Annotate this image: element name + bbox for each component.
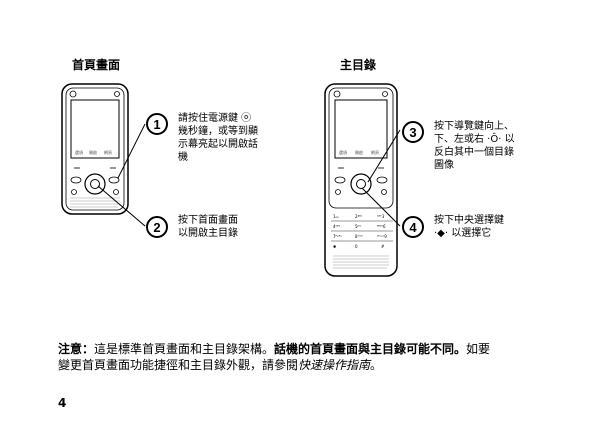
main-menu-heading: 主目錄 bbox=[340, 58, 377, 72]
softkey-label-right: 網頁 bbox=[104, 149, 112, 155]
home-screen-heading: 首頁畫面 bbox=[72, 58, 121, 72]
motorola-logo-icon bbox=[69, 90, 77, 98]
svg-text:選項: 選項 bbox=[339, 149, 347, 155]
camera-lens-icon bbox=[114, 91, 120, 97]
svg-text:4ᴳᴴᴵ: 4ᴳᴴᴵ bbox=[333, 224, 340, 229]
center-select-key-icon bbox=[356, 179, 366, 189]
svg-text:5ᴶᴷᴸ: 5ᴶᴷᴸ bbox=[355, 224, 362, 229]
note-paragraph: 注意：這是標準首頁畫面和主目錄架構。話機的首頁畫面與主目錄可能不同。如要 變更首… bbox=[58, 342, 491, 372]
svg-text:7ᴾᵠᴿˢ: 7ᴾᵠᴿˢ bbox=[333, 234, 342, 239]
svg-text:2ᴬᴮᶜ: 2ᴬᴮᶜ bbox=[355, 214, 363, 219]
keypad-icon: 1ₒₒ 2ᴬᴮᶜ ᴰᴱᶠ3 4ᴳᴴᴵ 5ᴶᴷᴸ ᴹᴺᴼ6 7ᴾᵠᴿˢ 8ᵀᵁⱽ … bbox=[333, 214, 387, 249]
svg-text:開啟: 開啟 bbox=[355, 149, 363, 155]
svg-text:ᴹᴺᴼ6: ᴹᴺᴼ6 bbox=[377, 224, 386, 229]
svg-text:#: # bbox=[381, 244, 385, 249]
step-3-text: 按下導覽鍵向上、 下、左或右 ·Ô· 以 反白其中一個目錄 圖像 bbox=[434, 121, 515, 171]
step-number-3: 3 bbox=[402, 121, 424, 143]
motorola-logo-icon bbox=[333, 90, 341, 98]
center-select-key-icon bbox=[90, 179, 100, 189]
speaker-grille-icon bbox=[70, 197, 120, 208]
svg-text:ᴰᴱᶠ3: ᴰᴱᶠ3 bbox=[377, 214, 385, 219]
svg-text:0: 0 bbox=[355, 244, 358, 249]
step-number-1: 1 bbox=[146, 113, 168, 135]
step-number-4: 4 bbox=[402, 216, 424, 238]
svg-text:8ᵀᵁⱽ: 8ᵀᵁⱽ bbox=[355, 234, 363, 239]
note-bold-text: 話機的首頁畫面與主目錄可能不同。 bbox=[274, 342, 467, 356]
step-4-text: 按下中央選擇鍵 ·◆· 以選擇它 bbox=[434, 215, 504, 239]
camera-lens-icon bbox=[382, 91, 388, 97]
quick-guide-link: 快速操作指南 bbox=[298, 358, 371, 372]
svg-text:網頁: 網頁 bbox=[371, 149, 379, 155]
softkey-label-left: 選項 bbox=[75, 149, 83, 155]
svg-text:ᵂˣʸᶻ9: ᵂˣʸᶻ9 bbox=[377, 234, 387, 239]
phone-main-menu-illustration: 選項 開啟 網頁 1ₒₒ 2ᴬᴮᶜ ᴰᴱᶠ3 4ᴳᴴᴵ 5ᴶᴷᴸ ᴹᴺᴼ6 7ᴾ… bbox=[324, 83, 398, 277]
note-label: 注意： bbox=[58, 342, 95, 356]
step-number-2: 2 bbox=[146, 216, 168, 238]
page-number: 4 bbox=[58, 396, 67, 410]
svg-text:✱: ✱ bbox=[333, 244, 337, 249]
softkey-label-center: 開啟 bbox=[89, 149, 97, 155]
svg-text:1ₒₒ: 1ₒₒ bbox=[333, 214, 339, 219]
step-2-text: 按下首面畫面 以開啟主目錄 bbox=[178, 215, 238, 239]
step-1-text: 請按住電源鍵 ⓞ 幾秒鐘，或等到顯 示幕亮起以開啟話 機 bbox=[178, 113, 258, 163]
speaker-grille-icon bbox=[333, 255, 389, 269]
phone-home-screen-illustration: 選項 開啟 網頁 bbox=[61, 83, 129, 215]
